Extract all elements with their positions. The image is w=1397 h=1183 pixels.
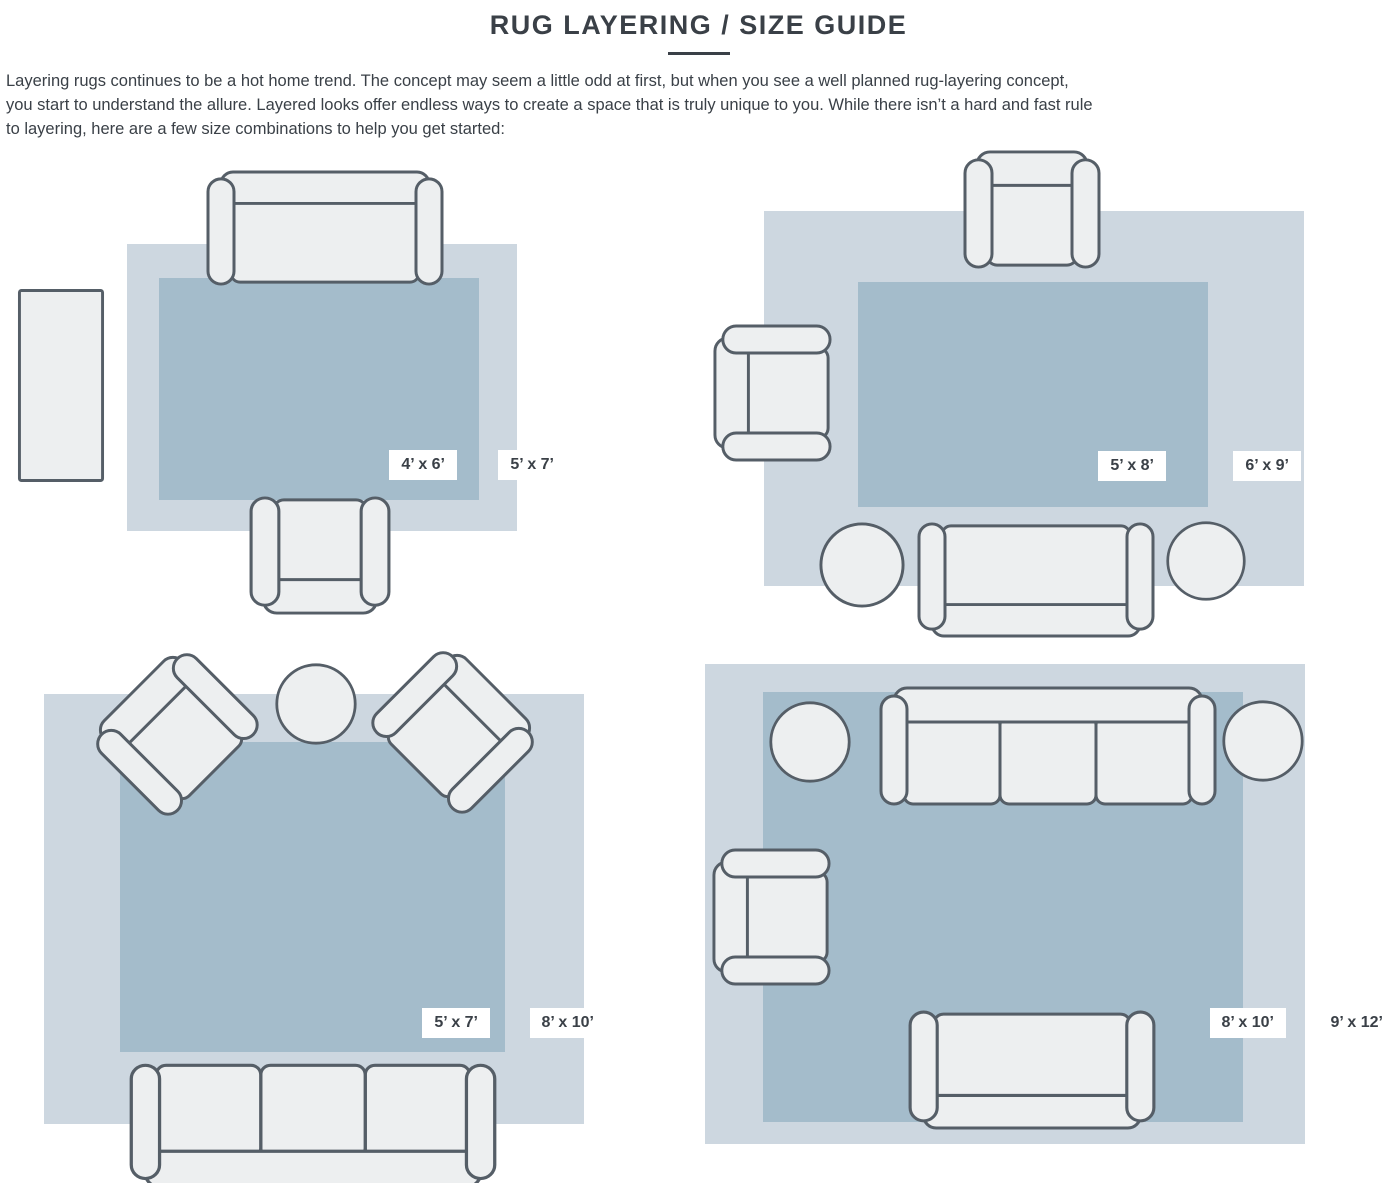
inner-rug-size-label: 4’ x 6’ [389,450,457,480]
page-title: RUG LAYERING / SIZE GUIDE [489,10,908,40]
intro-line-3: to layering, here are a few size combina… [6,119,505,138]
accent-table-round [1221,699,1305,783]
sofa [907,1008,1157,1130]
inner-rug-size-label: 5’ x 7’ [422,1008,490,1038]
inner-rug-size-label: 8’ x 10’ [1209,1008,1286,1038]
intro-paragraph: Layering rugs continues to be a hot home… [6,70,1391,142]
outer-rug-size-label: 6’ x 9’ [1233,451,1301,481]
inner-rug-size-label: 5’ x 8’ [1098,451,1166,481]
outer-rug-size-label: 8’ x 10’ [529,1008,606,1038]
armchair [711,847,833,987]
intro-line-2: you start to understand the allure. Laye… [6,95,1093,114]
outer-rug-size-label: 5’ x 7’ [498,450,566,480]
sofa-three-seat [878,686,1218,810]
title-underline [667,52,730,55]
accent-table-round [768,700,852,784]
intro-line-1: Layering rugs continues to be a hot home… [6,72,1069,90]
outer-rug-size-label: 9’ x 12’ [1318,1008,1395,1038]
